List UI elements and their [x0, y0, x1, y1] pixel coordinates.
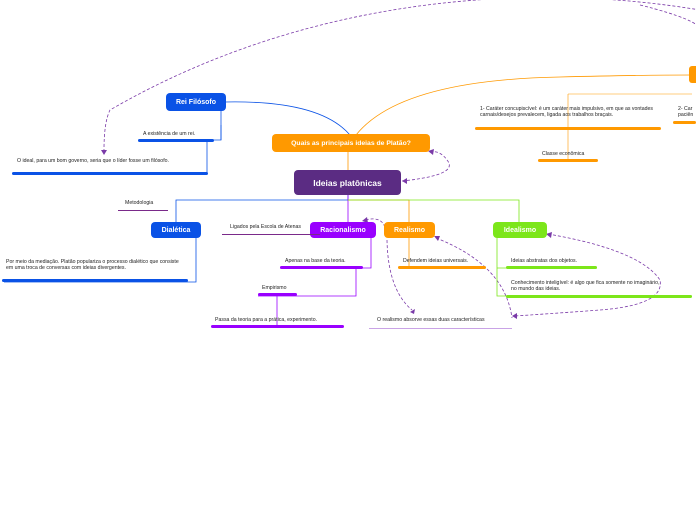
arrowhead: [512, 313, 517, 319]
underline: [118, 210, 168, 211]
underline: [258, 293, 297, 296]
underline: [222, 234, 320, 235]
leaf-teoria: Apenas na base da teoria.: [285, 258, 346, 264]
underline: [369, 328, 512, 329]
underline: [506, 295, 692, 298]
leaf-empirismo: Empirismo: [262, 285, 287, 291]
arrowhead: [428, 149, 434, 155]
leaf-existencia: A existência de um rei.: [143, 131, 196, 137]
node-right-orange[interactable]: [689, 66, 696, 83]
node-racionalismo[interactable]: Racionalismo: [310, 222, 376, 238]
relation-question-central: [401, 151, 450, 182]
underline: [538, 159, 598, 162]
relation-realismo-absorve: [386, 239, 413, 311]
node-realismo[interactable]: Realismo: [384, 222, 435, 238]
leaf-abstratas: Ideias abstratas dos objetos.: [511, 258, 578, 264]
leaf-inteligivel: Conhecimento inteligível: é algo que fic…: [511, 280, 660, 293]
leaf-classe: Classe econômica: [542, 151, 585, 157]
relation-top-arc: [103, 0, 696, 151]
leaf-ideal: O ideal, para um bom governo, seria que …: [17, 158, 169, 164]
leaf-carater: 1- Caráter concupiscível: é um caráter m…: [480, 106, 653, 119]
relation-top-right: [639, 4, 696, 26]
underline: [138, 139, 214, 142]
underline: [2, 279, 188, 282]
leaf-pratica: Passa da teoria para a prática, experime…: [215, 317, 318, 323]
arrowhead: [410, 309, 415, 314]
relation-idealismo-realismo: [435, 237, 513, 319]
node-dialetica[interactable]: Dialética: [151, 222, 201, 238]
underline: [398, 266, 486, 269]
leaf-mediacao: Por meio da mediação. Platão populariza …: [6, 259, 179, 272]
arrowhead: [434, 236, 440, 241]
leaf-carater-2: 2- Car paciên: [678, 106, 694, 119]
underline: [280, 266, 363, 269]
arrowhead: [101, 150, 107, 155]
underline: [12, 172, 208, 175]
arrowhead: [362, 217, 368, 223]
node-central[interactable]: Ideias platônicas: [294, 170, 401, 195]
leaf-realismo-absorve: O realismo absorve essas duas caracterís…: [377, 317, 485, 323]
leaf-escola: Ligados pela Escola de Atenas: [230, 224, 301, 230]
leaf-metodologia: Metodologia: [125, 200, 154, 206]
node-idealismo[interactable]: Idealismo: [493, 222, 547, 238]
underline: [673, 121, 696, 124]
underline: [475, 127, 661, 130]
leaf-universais: Defendem ideias universais.: [403, 258, 469, 264]
arrowhead: [546, 232, 552, 238]
arrowhead: [402, 178, 407, 184]
relation-idealismo-loop: [514, 233, 661, 317]
underline: [506, 266, 597, 269]
node-rei-filosofo[interactable]: Rei Filósofo: [166, 93, 226, 111]
underline: [211, 325, 344, 328]
node-question[interactable]: Quais as principais ideias de Platão?: [272, 134, 430, 152]
